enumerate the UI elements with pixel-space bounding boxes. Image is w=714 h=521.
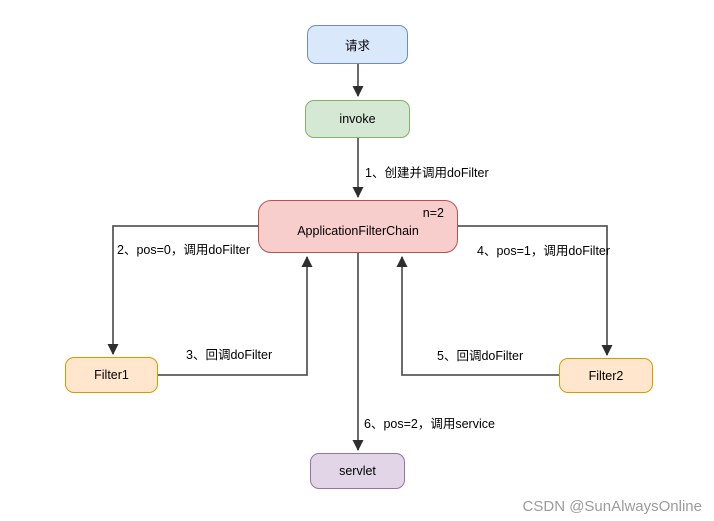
node-invoke-label: invoke (339, 112, 376, 126)
node-request-label: 请求 (344, 39, 370, 53)
node-servlet[interactable]: servlet (310, 453, 405, 489)
edge-filter2-to-chain (396, 256, 559, 376)
watermark: CSDN @SunAlwaysOnline (522, 498, 702, 515)
node-filter2[interactable]: Filter2 (559, 358, 653, 393)
node-request[interactable]: 请求 (307, 25, 408, 64)
edge-label-3: 3、回调doFilter (186, 348, 273, 362)
node-servlet-label: servlet (339, 464, 376, 478)
edge-label-4: 4、pos=1，调用doFilter (477, 244, 611, 258)
node-application-filter-chain[interactable]: n=2 ApplicationFilterChain (258, 200, 458, 253)
edge-chain-to-filter1 (107, 225, 258, 355)
edge-filter1-to-chain (158, 256, 313, 376)
edge-label-6: 6、pos=2，调用service (364, 417, 495, 431)
node-filter1-label: Filter1 (94, 368, 129, 382)
node-filter1[interactable]: Filter1 (65, 357, 158, 393)
edge-chain-to-filter2 (458, 225, 613, 356)
chain-count-badge: n=2 (422, 206, 444, 220)
edge-label-1: 1、创建并调用doFilter (365, 166, 489, 180)
node-chain-label: ApplicationFilterChain (297, 223, 419, 238)
node-invoke[interactable]: invoke (305, 100, 410, 138)
node-filter2-label: Filter2 (588, 368, 624, 383)
edge-label-5: 5、回调doFilter (437, 349, 524, 363)
edge-label-2: 2、pos=0，调用doFilter (117, 243, 251, 257)
